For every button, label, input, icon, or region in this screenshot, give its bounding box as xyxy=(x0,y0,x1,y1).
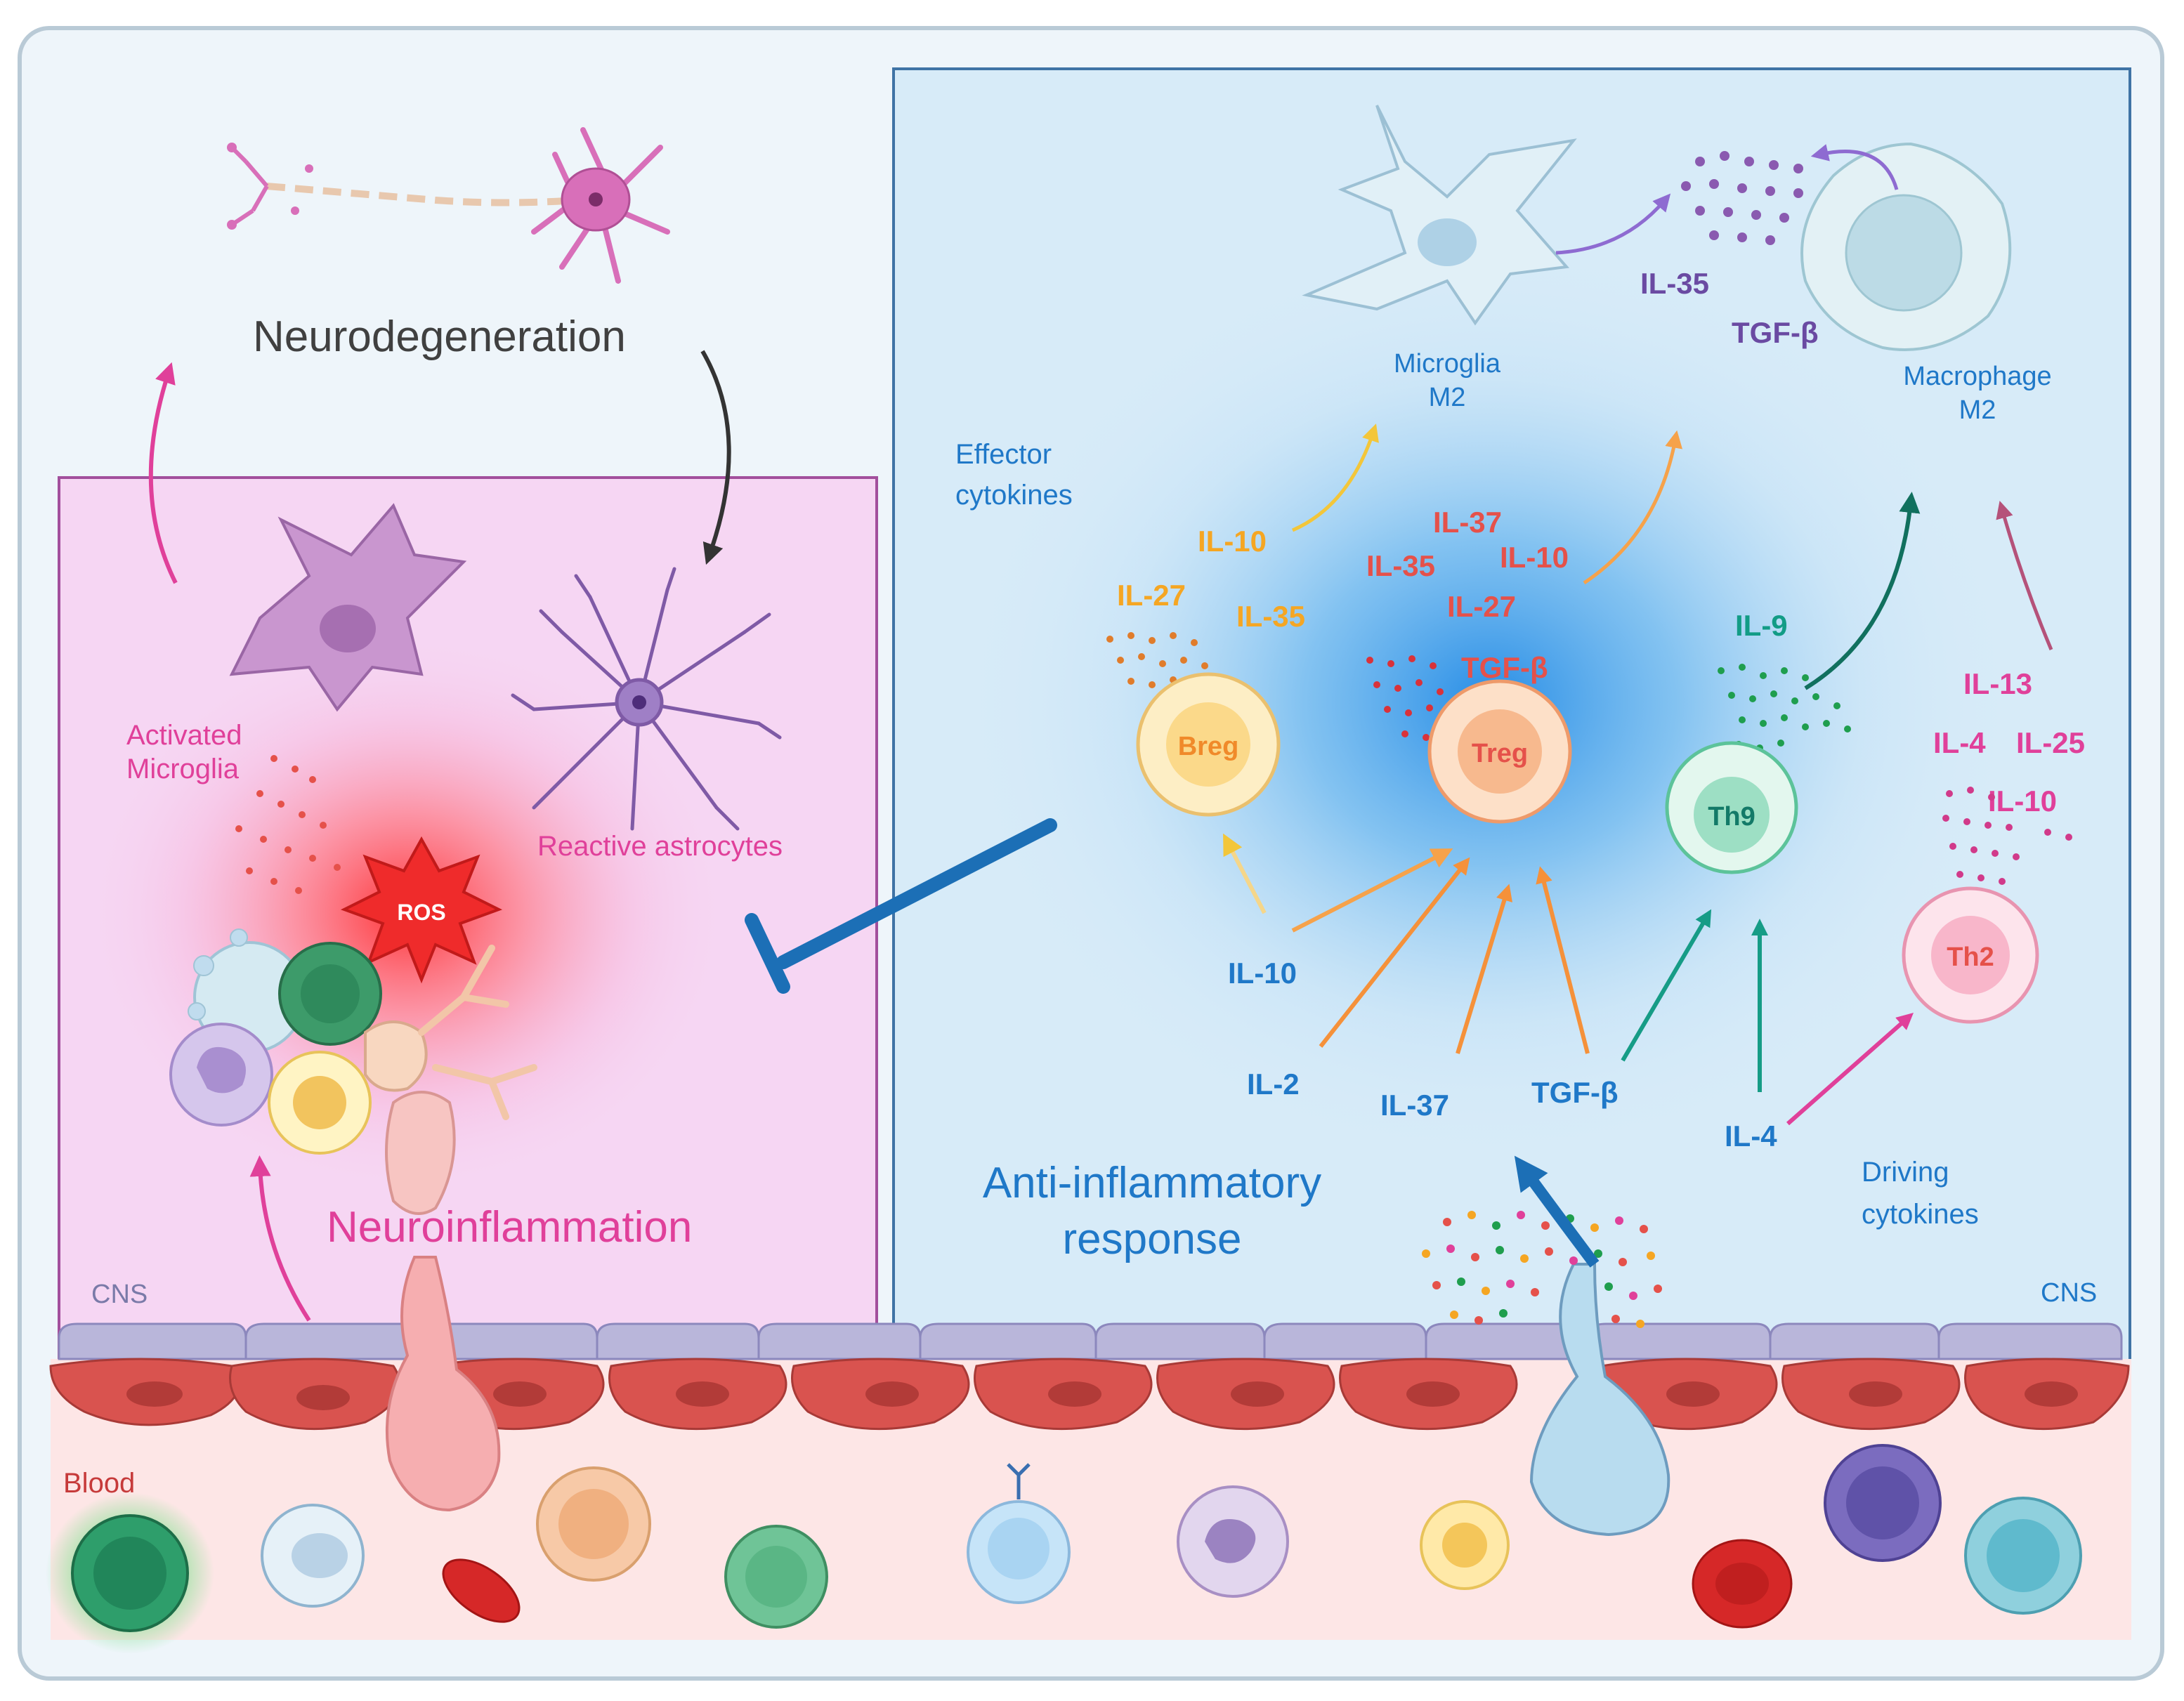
th9-nucleus xyxy=(1694,777,1770,853)
treg-il37-label: IL-37 xyxy=(1433,506,1502,539)
th9-to-macrophage-arrow xyxy=(1804,492,1921,690)
anti-inflammatory-label-line-2: response xyxy=(1062,1215,1241,1263)
treg-nucleus xyxy=(1458,709,1542,794)
activated-microglia-label-line-2: Microglia xyxy=(126,754,240,784)
treg-il10-label: IL-10 xyxy=(1500,541,1569,574)
activated-microglia-cell xyxy=(229,503,467,712)
th9-il9-label: IL-9 xyxy=(1735,609,1788,642)
ros-label: ROS xyxy=(397,900,445,925)
left-cns-label: CNS xyxy=(91,1280,148,1309)
il2-to-treg-arrow xyxy=(1319,857,1470,1048)
treg-cell-label: Treg xyxy=(1472,739,1528,768)
th2-il13-label: IL-13 xyxy=(1963,667,2032,700)
driving-il37-label: IL-37 xyxy=(1380,1089,1449,1122)
th2-nucleus xyxy=(1931,916,2010,994)
inflammatory-dots xyxy=(235,755,341,894)
macrophage-m2-label-line-1: Macrophage xyxy=(1903,362,2051,391)
effector-cytokines-label-line-2: cytokines xyxy=(955,480,1073,511)
m2-secretion-dots xyxy=(1681,151,1803,245)
breg-il27-label: IL-27 xyxy=(1117,579,1186,612)
blood-cells xyxy=(46,1444,2082,1654)
microglia-m2-cell xyxy=(1302,105,1577,326)
ros-burst xyxy=(340,836,503,984)
neurodegeneration-label: Neurodegeneration xyxy=(253,313,626,361)
anti-inflammatory-label-line-1: Anti-inflammatory xyxy=(983,1159,1321,1207)
th2-il25-label: IL-25 xyxy=(2016,726,2085,759)
treg-il27-label: IL-27 xyxy=(1447,590,1516,623)
reactive-astrocytes-label: Reactive astrocytes xyxy=(537,831,783,862)
m2-tgfb-label: TGF-β xyxy=(1732,316,1819,349)
breg-il10-label: IL-10 xyxy=(1198,525,1267,558)
th2-il4-label: IL-4 xyxy=(1933,726,1986,759)
il37-to-treg-arrow xyxy=(1456,884,1512,1054)
blood-label: Blood xyxy=(63,1468,135,1499)
il10-to-treg-arrow xyxy=(1291,848,1453,933)
blood-brain-barrier xyxy=(58,1322,2123,1360)
reactive-astrocyte-cell xyxy=(511,567,782,831)
neurodegeneration-to-astrocyte-arrow xyxy=(700,350,731,565)
th2-il10-label: IL-10 xyxy=(1988,784,2057,817)
driving-il4-label: IL-4 xyxy=(1725,1119,1777,1152)
macrophage-to-dots-arrow xyxy=(1810,144,1899,190)
microglia-to-dots-arrow xyxy=(1555,193,1671,255)
cell-to-brain-arrow xyxy=(1514,1155,1600,1268)
neuroinflammation-label: Neuroinflammation xyxy=(327,1203,692,1252)
th2-cell-label: Th2 xyxy=(1947,943,1994,972)
treg-tgfb-label: TGF-β xyxy=(1461,651,1548,684)
inhibition-symbol xyxy=(745,818,1057,994)
vessel-wall xyxy=(49,1358,2130,1431)
microglia-m2-label-line-1: Microglia xyxy=(1394,349,1501,379)
driving-cytokines-label-line-2: cytokines xyxy=(1862,1199,1979,1230)
blood-cytokine-cloud xyxy=(1422,1211,1662,1328)
m2-il35-label: IL-35 xyxy=(1640,267,1709,300)
breg-nucleus xyxy=(1166,702,1250,787)
breg-il35-label: IL-35 xyxy=(1236,600,1305,633)
right-cns-label: CNS xyxy=(2041,1278,2097,1308)
immune-cell-cluster xyxy=(169,928,537,1215)
microglia-m2-label-line-2: M2 xyxy=(1429,383,1466,412)
il4-to-th2-arrow xyxy=(1786,1013,1914,1126)
treg-il35-label: IL-35 xyxy=(1366,549,1435,582)
il10-to-breg-arrow xyxy=(1223,833,1267,914)
breg-cell-label: Breg xyxy=(1178,732,1239,761)
extravasating-cell-right xyxy=(1529,1263,1670,1537)
microglia-to-neurodegeneration-arrow xyxy=(148,362,178,584)
th9-cell-label: Th9 xyxy=(1708,802,1755,832)
tgfb-to-treg-arrow xyxy=(1536,866,1590,1054)
blood-to-cluster-arrow xyxy=(249,1155,311,1322)
macrophage-m2-label-line-2: M2 xyxy=(1959,395,1996,425)
driving-tgfb-label: TGF-β xyxy=(1531,1076,1619,1109)
tgfb-to-th9-arrow xyxy=(1621,909,1712,1062)
driving-cytokines-label-line-1: Driving xyxy=(1862,1157,1949,1188)
degenerating-neuron xyxy=(227,127,670,284)
driving-il2-label: IL-2 xyxy=(1247,1068,1300,1101)
macrophage-m2-cell xyxy=(1800,142,2012,351)
th2-to-macrophage-arrow xyxy=(1996,500,2053,650)
treg-to-microglia-arrow xyxy=(1583,430,1683,585)
activated-microglia-label-line-1: Activated xyxy=(126,720,242,751)
breg-to-microglia-arrow xyxy=(1291,423,1379,532)
extravasating-cell-left xyxy=(385,1256,501,1512)
effector-cytokines-label-line-1: Effector xyxy=(955,439,1052,470)
driving-il10-label: IL-10 xyxy=(1228,957,1297,990)
